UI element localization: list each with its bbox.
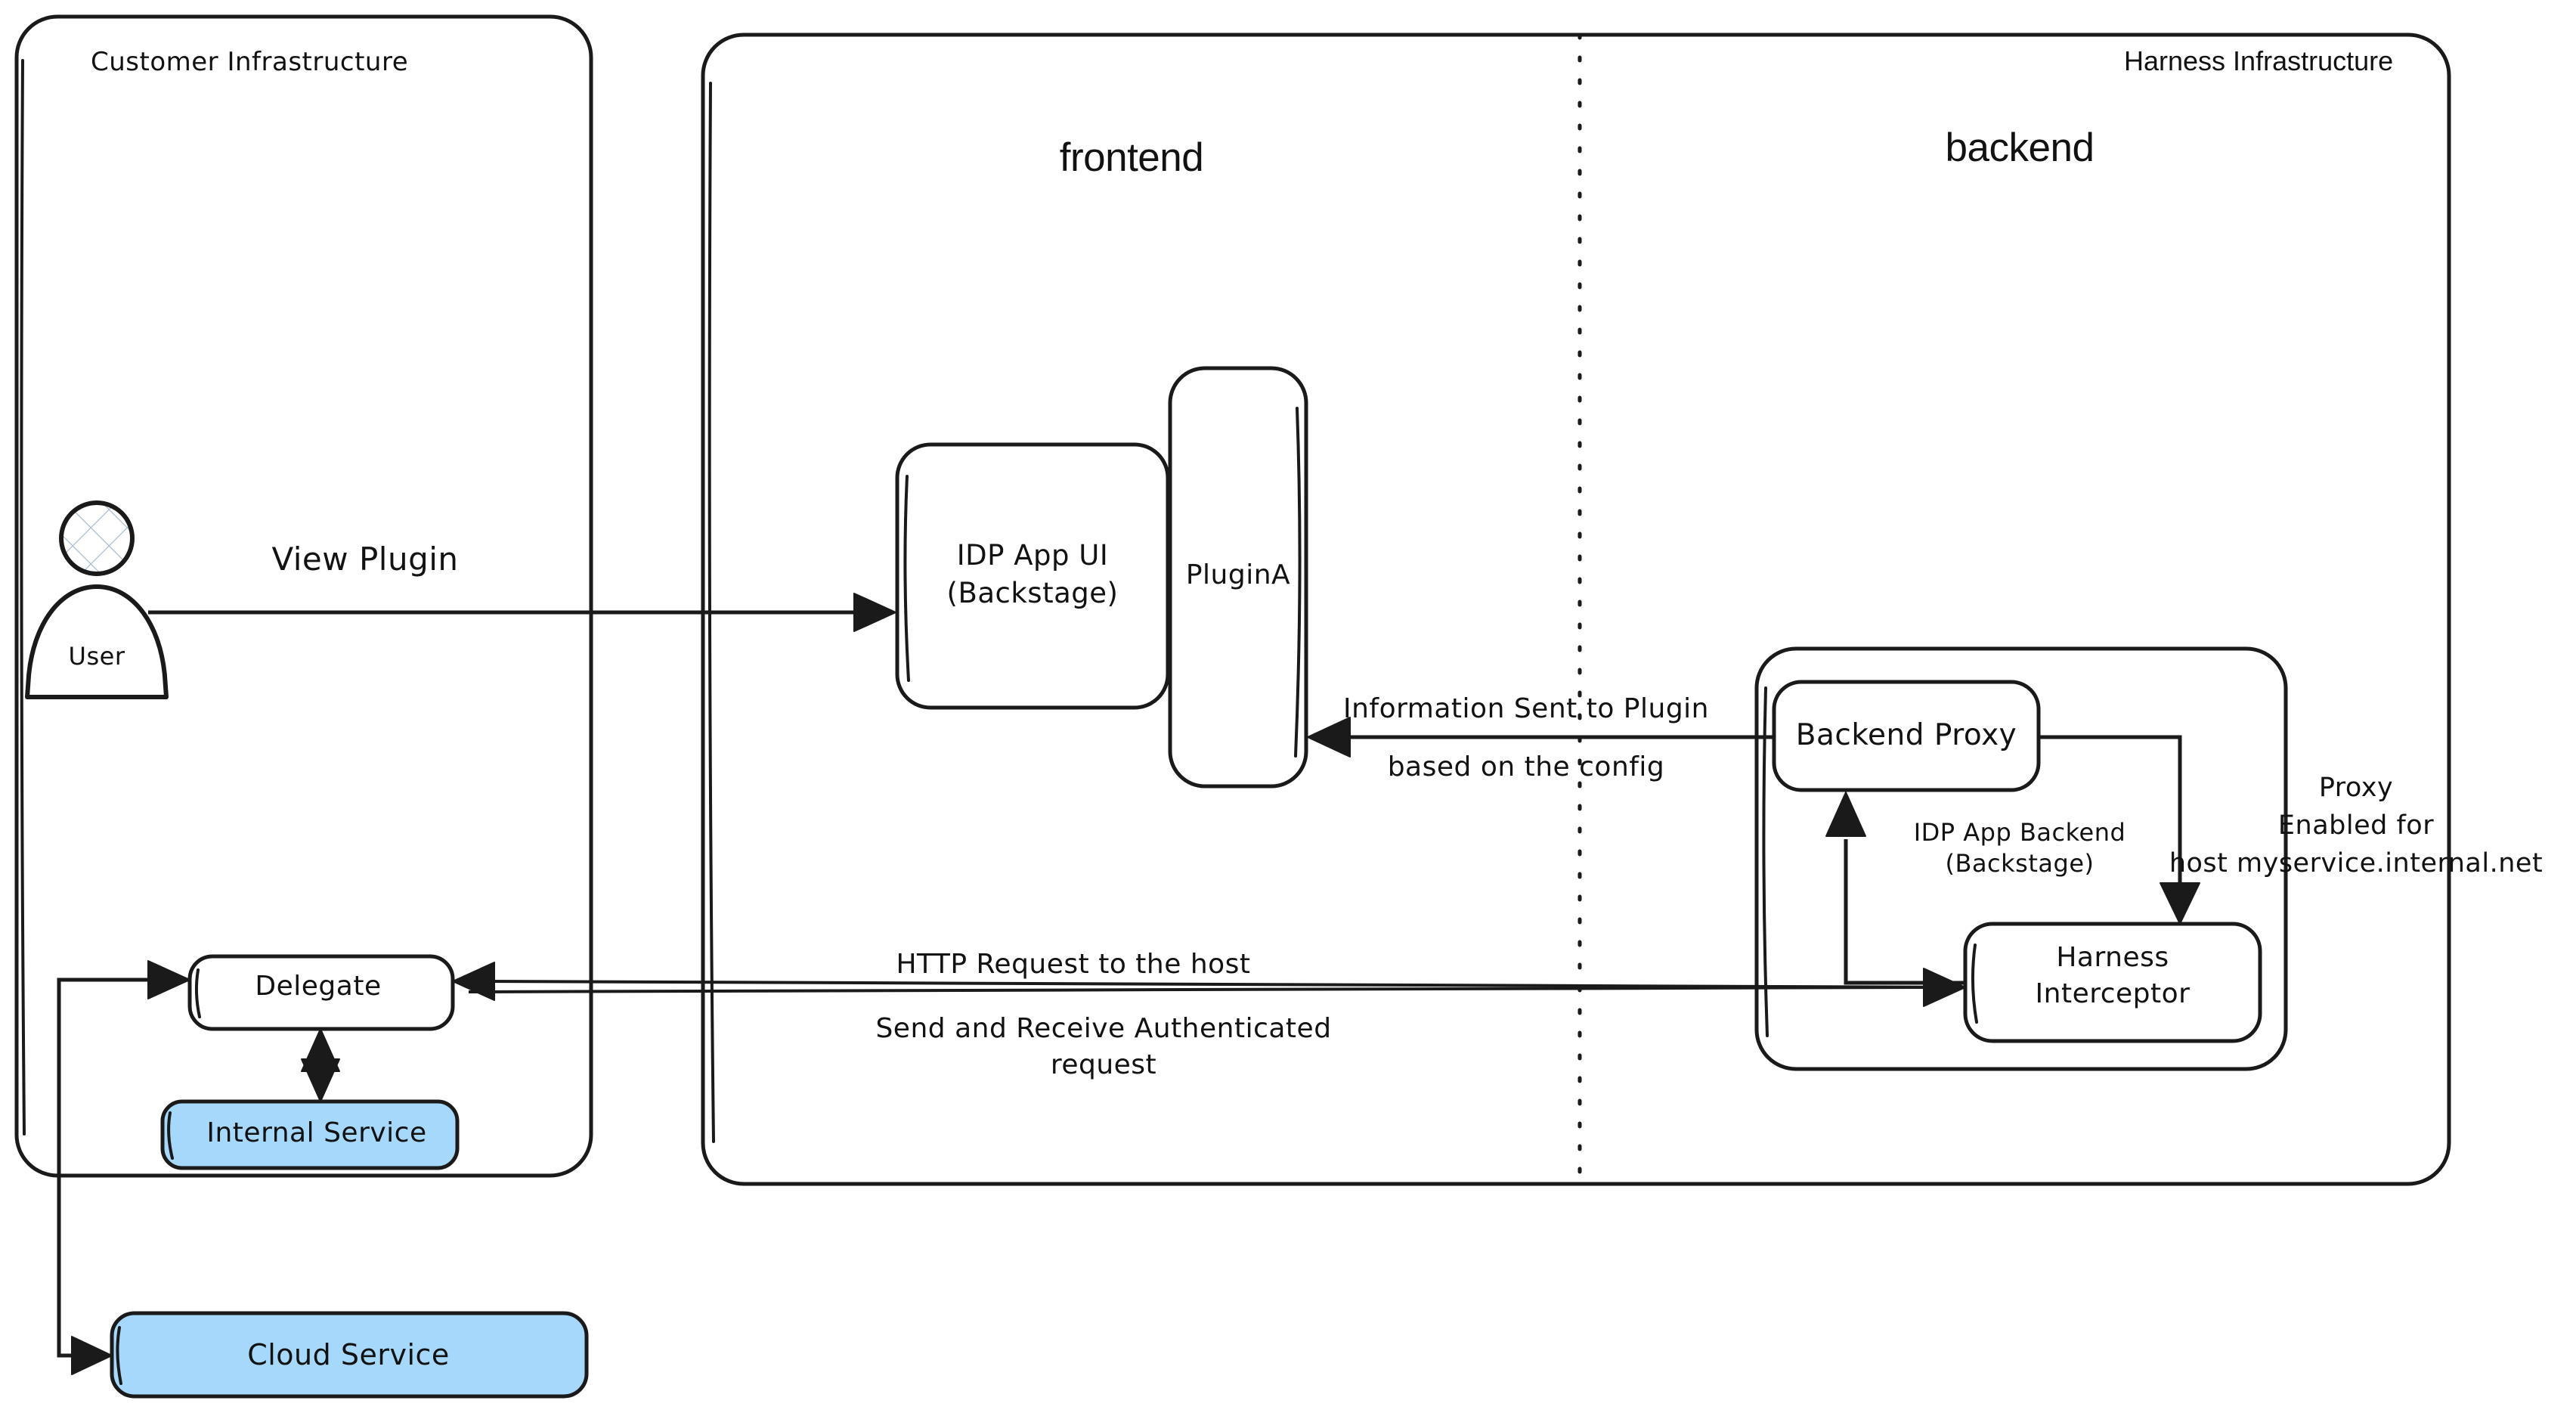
- node-delegate: [187, 954, 455, 1031]
- user-actor-icon: [25, 500, 169, 699]
- node-cloud-service: [110, 1311, 589, 1399]
- edge-delegate-to-interceptor: [468, 968, 1966, 1007]
- node-internal-service: [160, 1099, 460, 1170]
- edge-user-to-idp-app-ui: [148, 593, 896, 632]
- customer-infrastructure-container: [14, 14, 593, 1178]
- edge-backend-proxy-to-interceptor: [2039, 735, 2200, 925]
- node-harness-interceptor: [1963, 922, 2262, 1043]
- edge-backend-proxy-to-plugin-a: [1307, 717, 1774, 758]
- node-plugin-a: [1168, 366, 1308, 789]
- edge-delegate-internal-service: [301, 1028, 340, 1102]
- edge-delegate-to-cloud-service: [57, 960, 190, 1375]
- node-idp-app-ui: [895, 442, 1170, 710]
